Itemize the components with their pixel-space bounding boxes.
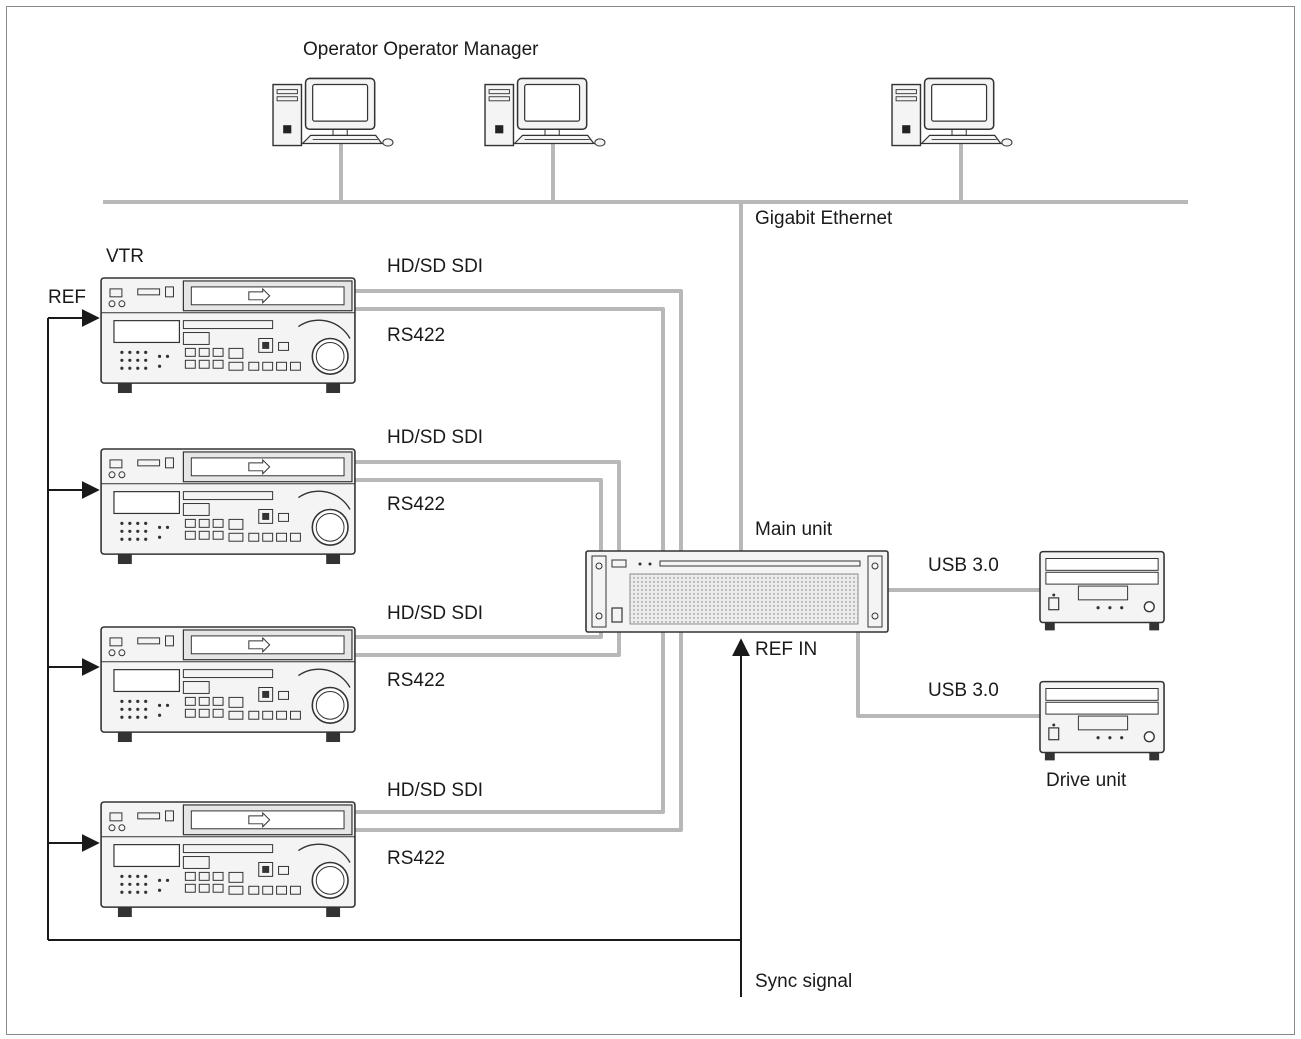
main-unit-label: Main unit [755,519,833,540]
operator-computer-2 [484,77,606,147]
vtr-deck-1 [100,277,356,394]
operator-computer-1 [272,77,394,147]
vtr-label: VTR [106,246,144,267]
hdsd-sdi-label-4: HD/SD SDI [387,780,484,801]
ref-label: REF [48,287,86,308]
usb-cable-2 [856,632,1040,718]
sync-signal-label: Sync signal [755,971,853,992]
ref-in-label: REF IN [755,639,818,660]
drive-unit-label: Drive unit [1046,770,1127,791]
vtr-deck-3 [100,626,356,743]
drive-unit-1 [1039,550,1165,632]
diagram-frame [6,6,1295,1035]
gigabit-ethernet-label: Gigabit Ethernet [755,208,893,229]
rs422-label-3: RS422 [387,670,446,691]
usb-label-2: USB 3.0 [928,680,999,701]
rs422-label-4: RS422 [387,848,446,869]
rs422-label-2: RS422 [387,494,446,515]
operators-label: Operator Operator Manager [303,39,539,60]
usb-label-1: USB 3.0 [928,555,999,576]
vtr-deck-4 [100,801,356,918]
hdsd-sdi-label-3: HD/SD SDI [387,603,484,624]
rs422-label-1: RS422 [387,325,446,346]
vtr2-hdsd-sdi-cable [355,460,621,657]
manager-computer [891,77,1013,147]
vtr-deck-2 [100,448,356,565]
hdsd-sdi-label-1: HD/SD SDI [387,256,484,277]
hdsd-sdi-label-2: HD/SD SDI [387,427,484,448]
main-unit-device [585,550,889,633]
drive-unit-2 [1039,680,1165,762]
